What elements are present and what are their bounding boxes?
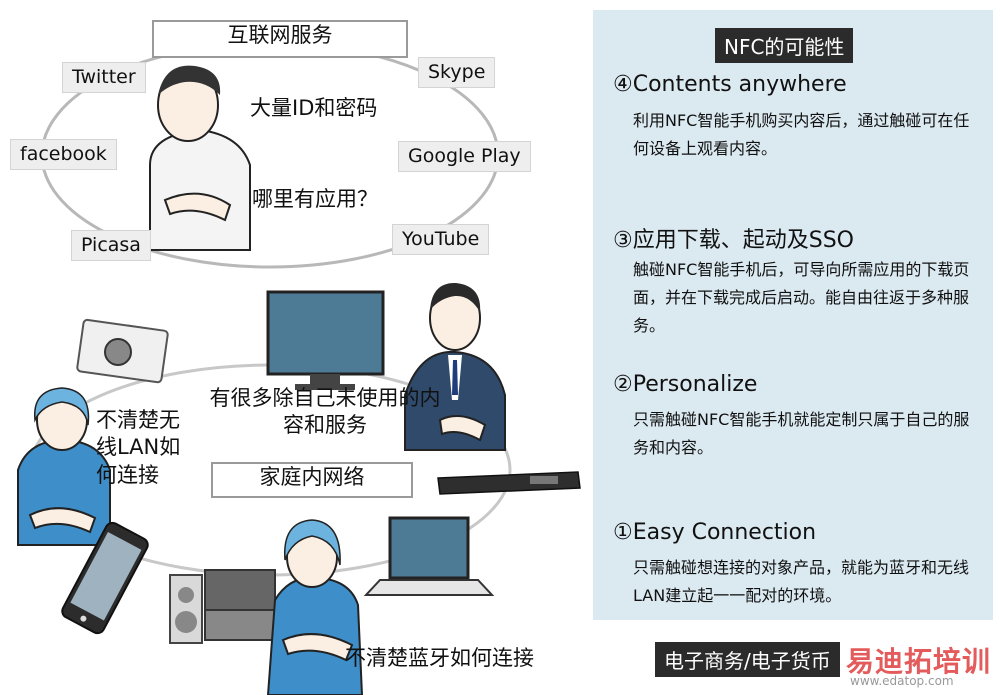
recorder-figure bbox=[437, 471, 581, 495]
item-2-heading: ②Personalize bbox=[613, 372, 758, 397]
item-3-heading: ③应用下载、起动及SSO bbox=[613, 228, 854, 253]
item-4-heading: ④Contents anywhere bbox=[613, 72, 847, 97]
service-google-play: Google Play bbox=[398, 141, 531, 172]
item-3-description: 触碰NFC智能手机后，可导向所需应用的下载页面，并在下载完成后启动。能自由往返于… bbox=[633, 260, 970, 335]
stereo-figure bbox=[169, 569, 276, 644]
thought-bluetooth-connect: 不清楚蓝牙如何连接 bbox=[345, 646, 534, 670]
nfc-possibilities-panel: NFC的可能性 ④Contents anywhere 利用NFC智能手机购买内容… bbox=[593, 10, 993, 620]
service-skype: Skype bbox=[418, 57, 496, 88]
item-1-description: 只需触碰想连接的对象产品，就能为蓝牙和无线LAN建立起一一配对的环境。 bbox=[633, 558, 970, 605]
internet-services-label: 互联网服务 bbox=[152, 20, 408, 58]
smartphone-figure bbox=[61, 521, 149, 635]
man-suit-figure bbox=[404, 282, 506, 451]
woman-bottom-figure bbox=[266, 519, 364, 695]
service-facebook: facebook bbox=[10, 139, 117, 170]
service-picasa: Picasa bbox=[71, 230, 151, 261]
tv-figure bbox=[266, 290, 385, 390]
home-network-label: 家庭内网络 bbox=[211, 462, 413, 498]
thought-wifi-connect: 不清楚无线LAN如何连接 bbox=[96, 408, 181, 487]
service-youtube: YouTube bbox=[392, 224, 490, 255]
thought-many-ids: 大量ID和密码 bbox=[250, 96, 378, 120]
thought-where-apps: 哪里有应用？ bbox=[252, 187, 378, 211]
camera-figure bbox=[76, 318, 169, 384]
item-4-description: 利用NFC智能手机购买内容后，通过触碰可在任何设备上观看内容。 bbox=[633, 111, 970, 158]
illustration bbox=[17, 41, 581, 695]
ecommerce-label: 电子商务/电子货币 bbox=[655, 642, 840, 677]
panel-title: NFC的可能性 bbox=[715, 28, 854, 63]
thought-unused-content: 有很多除自己未使用的内容和服务 bbox=[209, 386, 441, 438]
laptop-figure bbox=[363, 516, 495, 596]
item-1-heading: ①Easy Connection bbox=[613, 520, 817, 545]
service-twitter: Twitter bbox=[62, 62, 146, 93]
watermark-url: www.edatop.com bbox=[850, 674, 954, 688]
woman-left-figure bbox=[17, 387, 111, 546]
man-casual-figure bbox=[149, 65, 251, 251]
watermark-text: 易迪拓培训 bbox=[846, 645, 992, 678]
item-2-description: 只需触碰NFC智能手机就能定制只属于自己的服务和内容。 bbox=[633, 410, 970, 457]
